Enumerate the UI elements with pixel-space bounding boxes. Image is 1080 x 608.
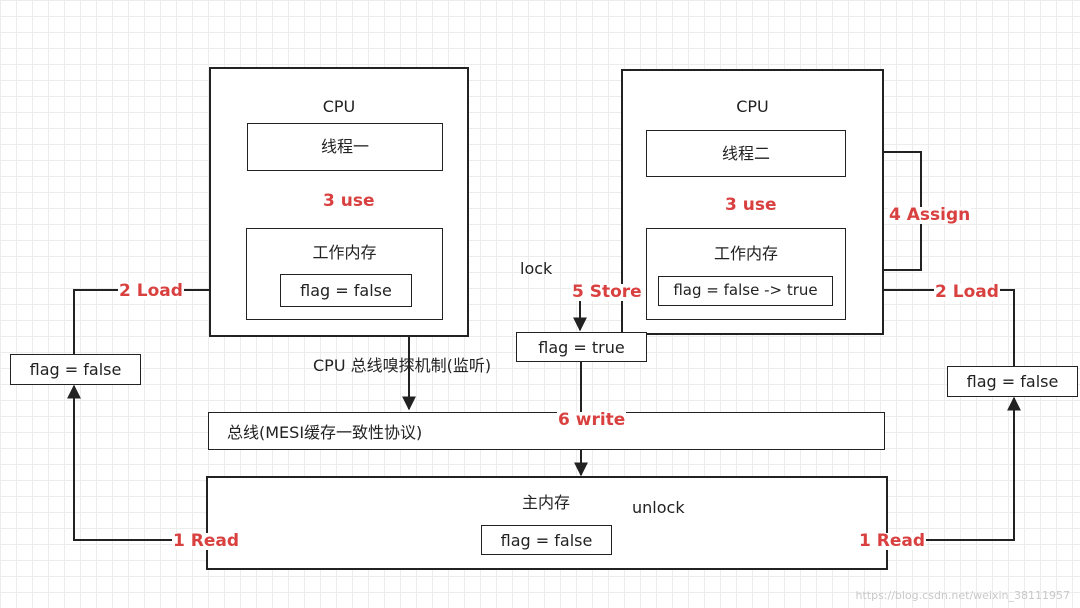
step-write: 6 write [557,410,627,430]
thread-one-box[interactable]: 线程一 [247,123,443,171]
bus-label: 总线(MESI缓存一致性协议) [227,423,423,442]
snoop-label: CPU 总线嗅探机制(监听) [313,356,492,375]
main-memory-flag-text: flag = false [500,531,593,550]
cpu-left-title: CPU [322,97,356,116]
arrow-load-left [73,289,247,356]
store-flag-box[interactable]: flag = true [516,332,647,362]
work-memory-left-label: 工作内存 [312,243,377,262]
lock-label: lock [520,259,553,278]
step-read-right: 1 Read [858,531,927,551]
main-memory-box: 主内存 unlock [206,476,888,570]
unlock-label: unlock [632,498,685,517]
step-use-left: 3 use [322,191,376,211]
thread-two-box[interactable]: 线程二 [646,130,846,177]
work-memory-right-label: 工作内存 [713,244,778,263]
work-memory-right-flag-text: flag = false -> true [673,281,818,299]
work-memory-left-flag[interactable]: flag = false [280,274,412,307]
step-use-right: 3 use [724,195,778,215]
step-load-left: 2 Load [118,281,184,301]
work-memory-left-flag-text: flag = false [300,281,392,300]
arrow-load-right [834,283,1015,366]
left-flag-text: flag = false [29,360,122,379]
left-flag-box[interactable]: flag = false [10,354,141,385]
bus-box: 总线(MESI缓存一致性协议) [208,412,885,450]
step-assign: 4 Assign [888,205,972,225]
step-load-right: 2 Load [934,282,1000,302]
cpu-right-title: CPU [736,97,769,116]
watermark: https://blog.csdn.net/weixin_38111957 [855,589,1070,602]
work-memory-right-box[interactable]: 工作内存 [646,228,846,320]
work-memory-right-flag[interactable]: flag = false -> true [658,276,833,306]
step-read-left: 1 Read [172,531,241,551]
thread-one-label: 线程一 [320,137,369,156]
store-flag-text: flag = true [538,338,625,357]
step-store: 5 Store [571,282,643,302]
right-flag-box[interactable]: flag = false [947,366,1078,397]
main-memory-title: 主内存 [522,493,571,512]
main-memory-flag-box[interactable]: flag = false [481,525,612,555]
thread-two-label: 线程二 [721,144,770,163]
right-flag-text: flag = false [966,372,1059,391]
